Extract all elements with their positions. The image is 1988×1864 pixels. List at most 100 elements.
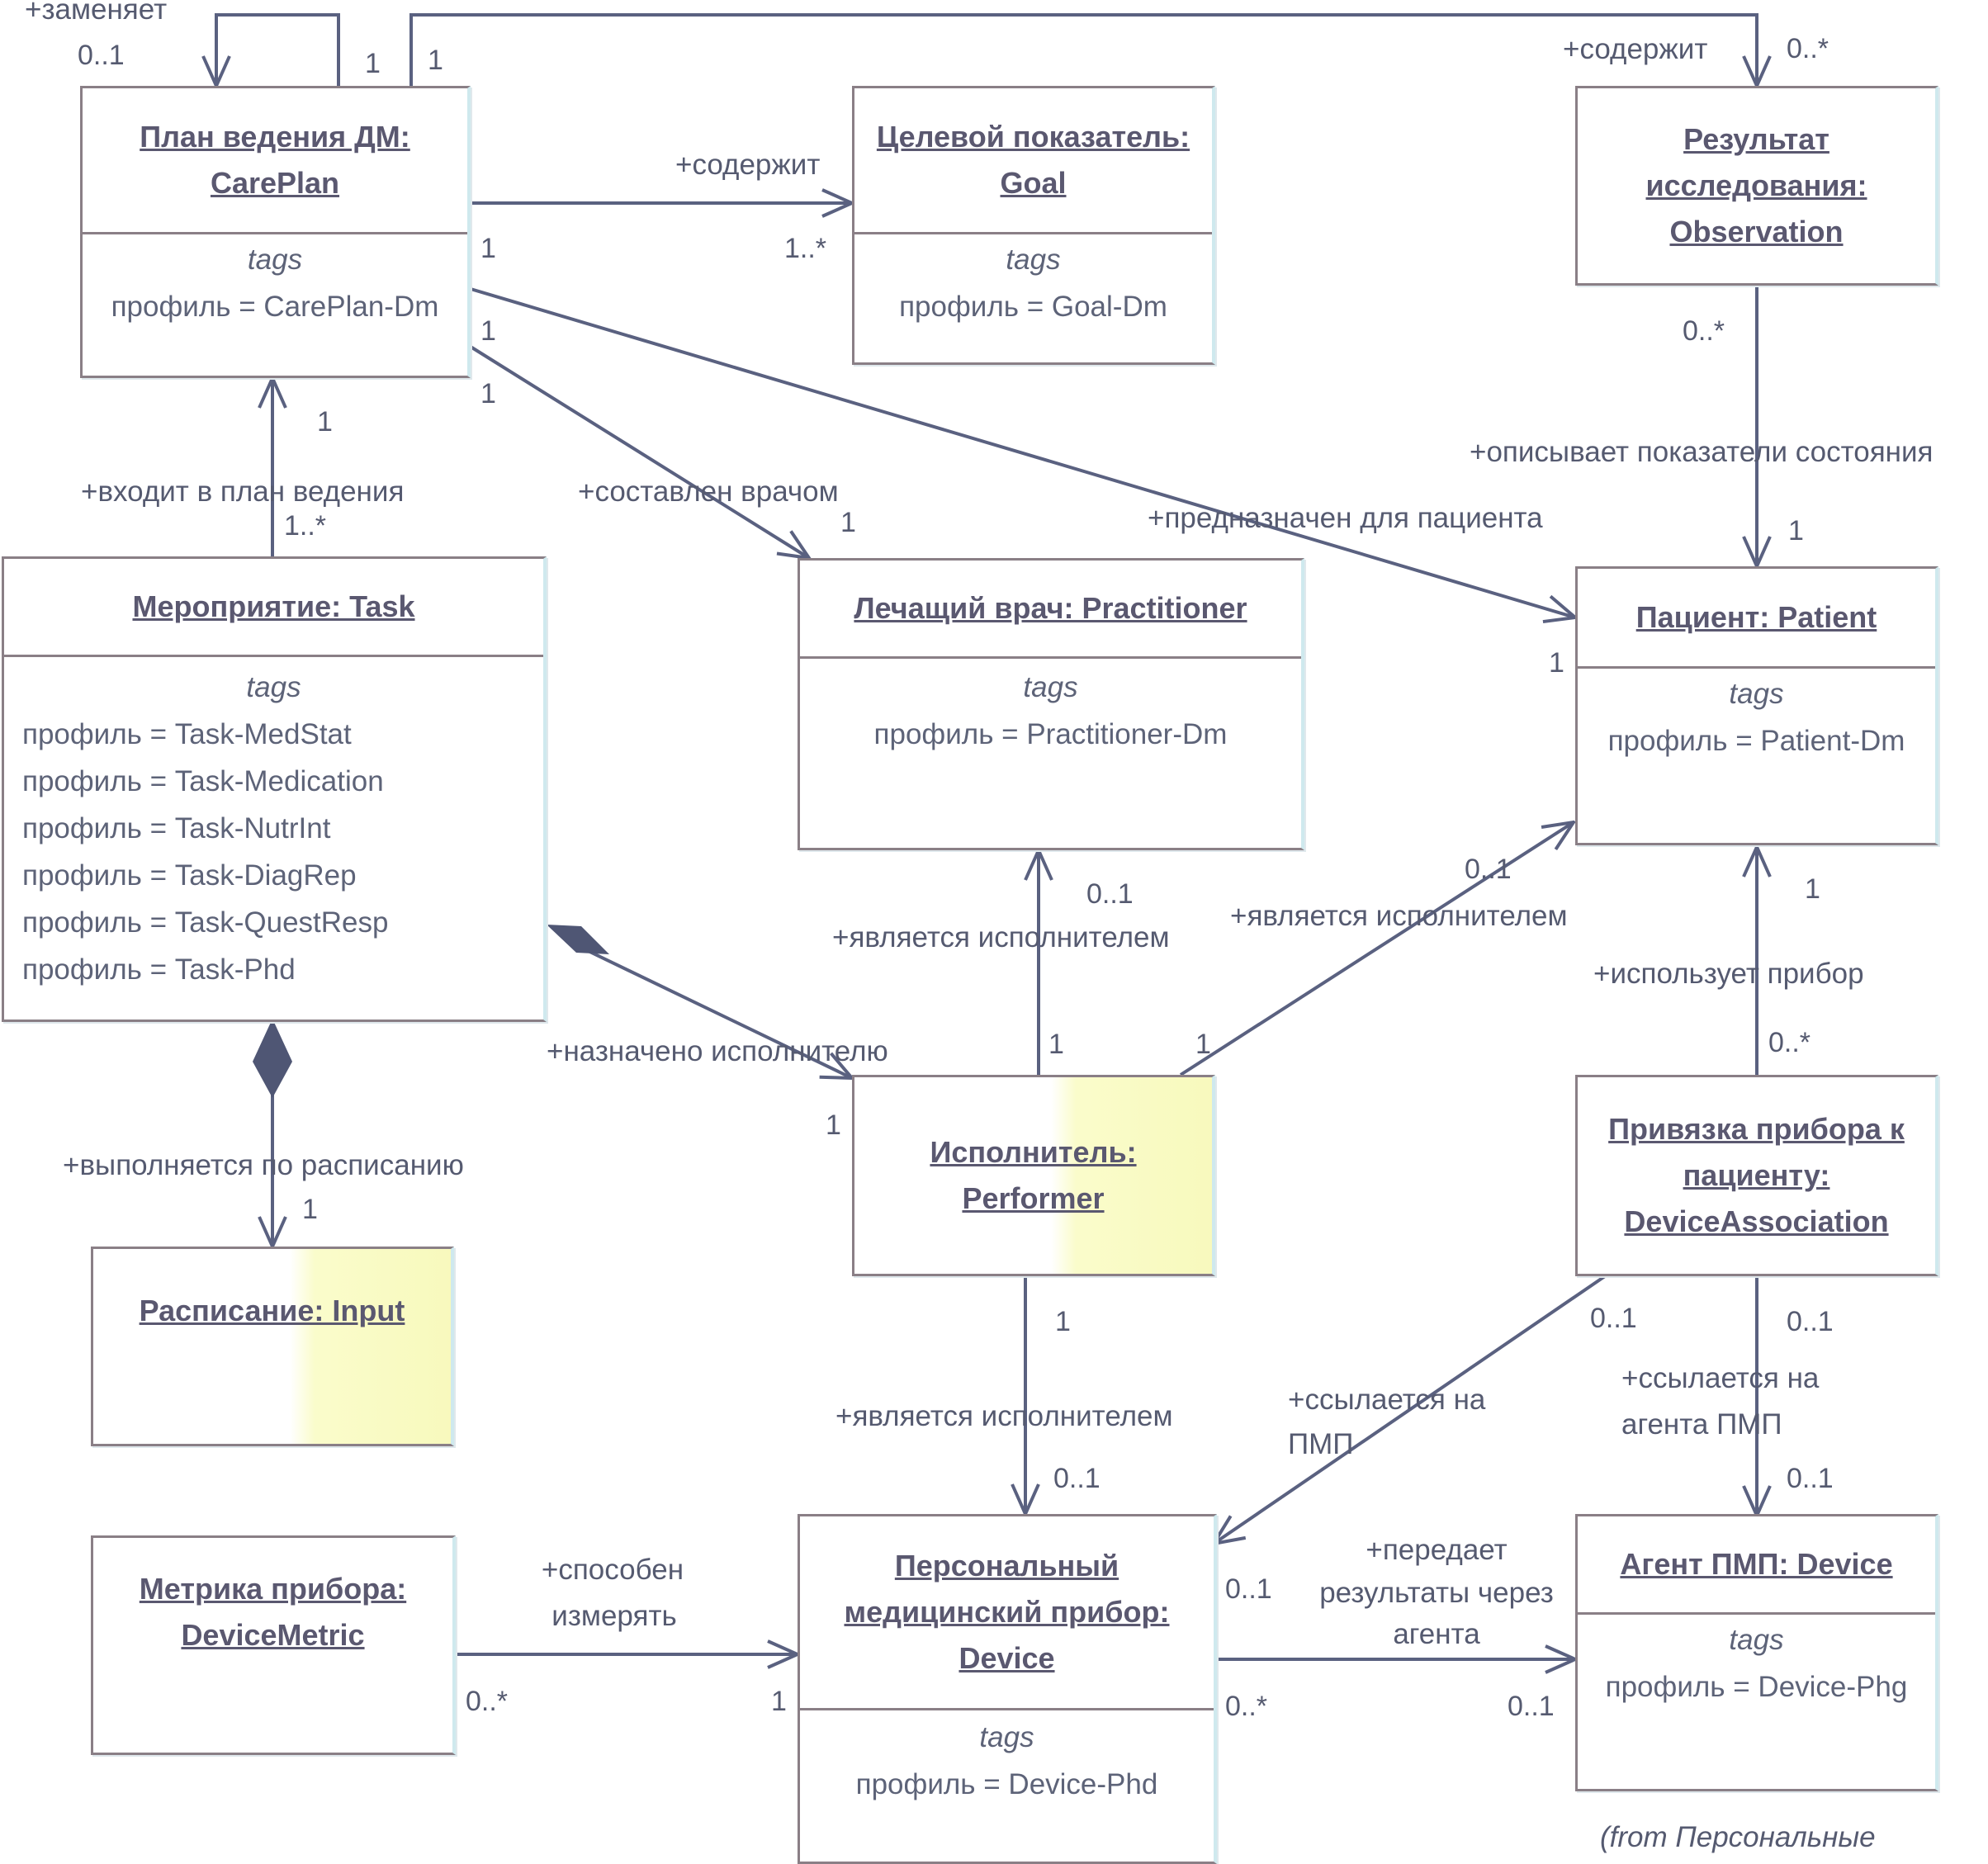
class-patient[interactable]: Пациент: Patient tags профиль = Patient-… [1575, 566, 1938, 845]
tag-line: профиль = Task-MedStat [22, 718, 352, 750]
class-devicemetric-title: Метрика прибора: [139, 1572, 407, 1606]
class-performer-title-2: Performer [962, 1181, 1105, 1215]
class-careplan-tags: tags профиль = CarePlan-Dm [83, 237, 467, 376]
mult-replaces-src: 0..1 [78, 40, 125, 71]
tag-line: профиль = CarePlan-Dm [111, 291, 439, 323]
class-device-tags: tags профиль = Device-Phd [800, 1715, 1214, 1862]
class-agent-tags: tags профиль = Device-Phg [1578, 1617, 1935, 1789]
tag-line: профиль = Task-QuestResp [22, 906, 389, 939]
label-careplan-contains-goal: +содержит [675, 149, 821, 181]
class-goal[interactable]: Целевой показатель: Goal tags профиль = … [852, 86, 1215, 365]
class-careplan[interactable]: План ведения ДМ: CarePlan tags профиль =… [80, 86, 471, 378]
mult-uses-src: 0..* [1768, 1027, 1811, 1058]
mult-metric-tgt: 1 [771, 1686, 787, 1717]
mult-perf-pract-src: 1 [1048, 1029, 1064, 1060]
label-contains-observation: +содержит [1563, 33, 1708, 65]
mult-assoc-agent: 0..1 [1787, 1306, 1834, 1337]
mult-obs-patient-tgt: 1 [1788, 515, 1804, 546]
composition-diamond-icon [253, 1019, 292, 1098]
class-observation[interactable]: Результат исследования: Observation [1575, 86, 1938, 286]
class-observation-title-3: Observation [1669, 215, 1844, 248]
class-performer-header: Исполнитель: Performer [854, 1077, 1212, 1274]
mult-perf-patient-tgt: 0..1 [1465, 854, 1512, 885]
class-device[interactable]: Персональный медицинский прибор: Device … [798, 1514, 1217, 1864]
class-observation-title-2: исследования: [1645, 168, 1867, 202]
class-deviceassociation-title-3: DeviceAssociation [1624, 1204, 1889, 1238]
class-goal-tags: tags профиль = Goal-Dm [854, 237, 1212, 362]
tag-line: профиль = Task-Phd [22, 953, 296, 986]
class-patient-tags: tags профиль = Patient-Dm [1578, 671, 1935, 843]
label-intended-for-patient: +предназначен для пациента [1148, 502, 1543, 534]
label-can-measure: +способен [541, 1554, 684, 1586]
class-goal-title-2: Goal [1000, 166, 1067, 200]
label-is-performer-practitioner: +является исполнителем [832, 921, 1170, 953]
class-devicemetric[interactable]: Метрика прибора: DeviceMetric [91, 1535, 456, 1755]
mult-careplan-goal-tgt: 1..* [784, 233, 827, 264]
label-composed-by-doctor: +составлен врачом [578, 475, 839, 508]
mult-careplan-patient-src: 1 [480, 315, 496, 347]
mult-obs-src: 0..* [1683, 315, 1725, 347]
mult-schedule-tgt: 1 [302, 1194, 318, 1225]
class-device-header: Персональный медицинский прибор: Device [800, 1516, 1214, 1710]
tag-line: профиль = Goal-Dm [899, 291, 1167, 323]
label-scheduled: +выполняется по расписанию [63, 1149, 464, 1181]
performer-patient-connector [1179, 822, 1574, 1076]
tag-line: профиль = Task-NutrInt [22, 812, 331, 844]
class-performer-title: Исполнитель: [930, 1135, 1137, 1169]
association-device-connector [1214, 1275, 1607, 1544]
class-practitioner-header: Лечащий врач: Practitioner [800, 561, 1301, 659]
class-task-header: Мероприятие: Task [4, 559, 543, 657]
class-careplan-header: План ведения ДМ: CarePlan [83, 88, 467, 234]
label-refers-pmp: +ссылается на [1288, 1384, 1486, 1416]
mult-perf-device-tgt: 0..1 [1053, 1463, 1100, 1494]
class-goal-title: Целевой показатель: [876, 120, 1190, 154]
class-careplan-title: План ведения ДМ: [140, 120, 410, 154]
label-can-measure-2: измерять [551, 1600, 677, 1632]
label-is-performer-patient: +является исполнителем [1230, 900, 1568, 932]
class-deviceassociation[interactable]: Привязка прибора к пациенту: DeviceAssoc… [1575, 1075, 1938, 1276]
class-practitioner-title: Лечащий врач: Practitioner [854, 591, 1247, 625]
class-device-title-3: Device [958, 1641, 1055, 1675]
class-input[interactable]: Расписание: Input [91, 1247, 454, 1446]
tags-heading: tags [247, 244, 303, 276]
class-performer[interactable]: Исполнитель: Performer [852, 1075, 1215, 1276]
mult-careplan-doctor-src: 1 [480, 378, 496, 409]
class-patient-title: Пациент: Patient [1635, 600, 1877, 634]
label-refers-agent: +ссылается на [1621, 1362, 1820, 1394]
mult-replaces-a: 1 [365, 48, 381, 79]
mult-perf-task: 1 [826, 1109, 841, 1141]
tag-line: профиль = Device-Phd [855, 1768, 1158, 1800]
class-agent-header: Агент ПМП: Device [1578, 1516, 1935, 1615]
tag-line: профиль = Device-Phg [1605, 1671, 1908, 1703]
mult-task-careplan: 1..* [284, 510, 327, 542]
mult-patient-uses: 1 [1805, 873, 1820, 905]
mult-agent-tgt: 0..1 [1787, 1463, 1834, 1494]
class-devicemetric-header: Метрика прибора: DeviceMetric [93, 1538, 452, 1687]
careplan-practitioner-connector [469, 345, 809, 558]
replaces-connector [216, 13, 340, 86]
label-describes-state: +описывает показатели состояния [1470, 436, 1934, 468]
mult-perf-patient-src: 1 [1195, 1029, 1211, 1060]
mult-careplan-goal-src: 1 [480, 233, 496, 264]
class-task[interactable]: Мероприятие: Task tags профиль = Task-Me… [2, 556, 547, 1022]
class-agent[interactable]: Агент ПМП: Device tags профиль = Device-… [1575, 1514, 1938, 1791]
class-devicemetric-title-2: DeviceMetric [181, 1618, 365, 1652]
tags-heading: tags [1023, 671, 1078, 703]
mult-agent-in: 0..1 [1508, 1691, 1555, 1722]
label-refers-agent-2: агента ПМП [1621, 1408, 1782, 1441]
class-deviceassociation-title-2: пациенту: [1683, 1158, 1830, 1192]
tags-heading: tags [1729, 678, 1784, 710]
label-assigned-to-performer: +назначено исполнителю [547, 1035, 888, 1067]
mult-perf-pract-tgt: 0..1 [1086, 878, 1134, 910]
tag-line: профиль = Patient-Dm [1607, 725, 1905, 757]
class-task-tags: tags профиль = Task-MedStat профиль = Ta… [4, 665, 543, 1020]
mult-obs-target: 0..* [1787, 33, 1829, 64]
tags-heading: tags [1729, 1624, 1784, 1656]
class-practitioner[interactable]: Лечащий врач: Practitioner tags профиль … [798, 558, 1304, 850]
class-goal-header: Целевой показатель: Goal [854, 88, 1212, 234]
tags-heading: tags [1006, 244, 1061, 276]
class-device-title-2: медицинский прибор: [844, 1595, 1170, 1629]
class-input-header: Расписание: Input [93, 1249, 451, 1373]
class-patient-header: Пациент: Patient [1578, 569, 1935, 669]
